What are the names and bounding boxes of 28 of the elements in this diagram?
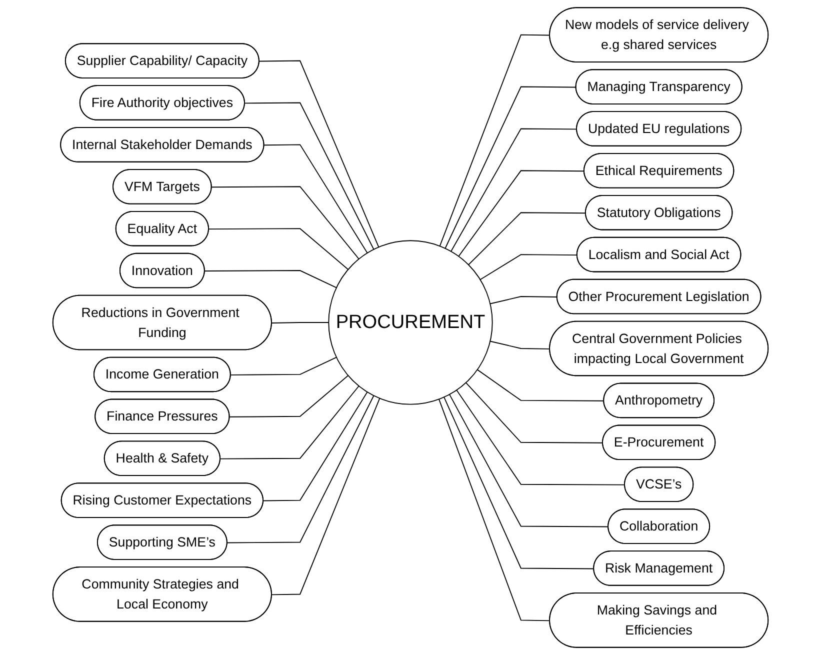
connector xyxy=(449,394,609,528)
connector xyxy=(271,398,380,596)
connector xyxy=(444,396,595,570)
connector xyxy=(458,170,585,257)
node-circle: PROCUREMENT xyxy=(328,240,493,405)
connector xyxy=(444,86,577,249)
connector xyxy=(468,212,586,266)
connector xyxy=(229,375,349,418)
connector xyxy=(204,270,337,288)
connector xyxy=(465,382,604,444)
connector xyxy=(490,296,558,304)
connector xyxy=(271,322,330,324)
connector xyxy=(208,228,349,270)
connector xyxy=(490,340,550,350)
connector xyxy=(439,34,550,247)
connector xyxy=(211,186,360,260)
connector xyxy=(264,144,368,254)
connector xyxy=(438,398,550,622)
connector xyxy=(450,128,578,252)
connector xyxy=(263,392,368,502)
connector xyxy=(456,390,626,486)
connector xyxy=(244,102,374,250)
connector xyxy=(220,386,360,460)
connector xyxy=(230,356,337,376)
connector xyxy=(476,369,605,402)
connector xyxy=(480,254,578,280)
connector xyxy=(258,60,380,248)
connector xyxy=(226,395,374,544)
